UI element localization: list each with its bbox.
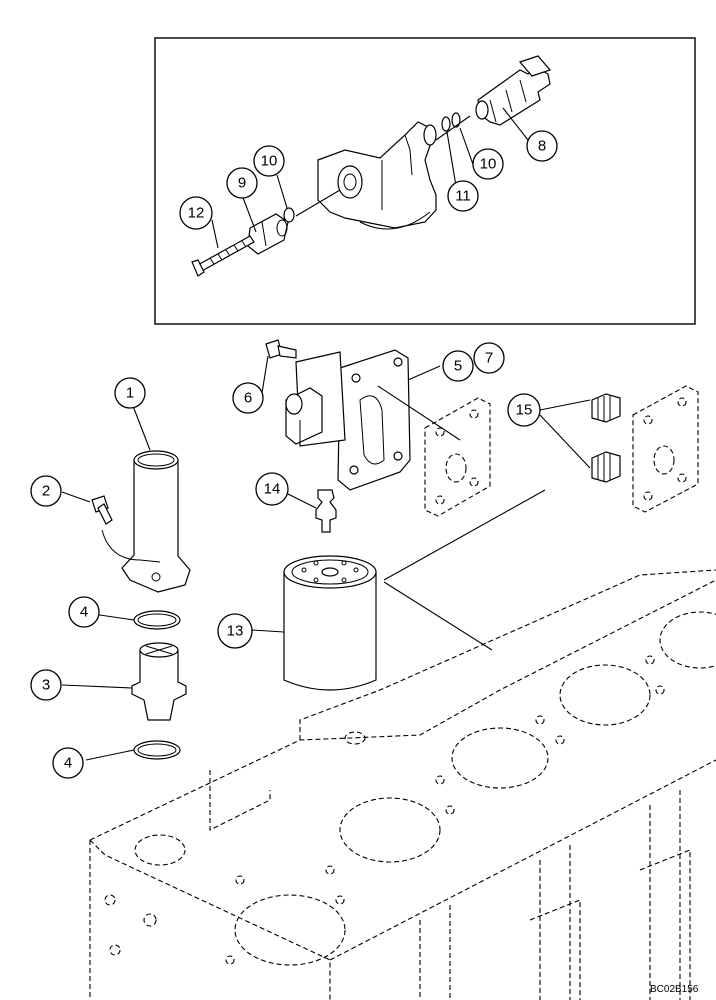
callout-3-label: 3 — [42, 677, 50, 694]
callout-11-label: 11 — [455, 188, 471, 205]
callout-10-right: 10 — [472, 148, 504, 180]
part-10-oring-left — [283, 207, 295, 223]
callout-10-right-label: 10 — [480, 156, 497, 173]
part-15-plug-lower — [591, 451, 621, 483]
mounting-plate-right — [632, 385, 699, 513]
callout-9-label: 9 — [238, 175, 246, 192]
callout-6: 6 — [232, 382, 264, 414]
assembly-line-filter-to-block — [383, 489, 546, 651]
callout-1: 1 — [114, 377, 146, 409]
part-14-fitting — [315, 489, 337, 533]
part-15-plug-upper — [591, 393, 621, 423]
callout-2-label: 2 — [42, 483, 50, 500]
callout-13-label: 13 — [227, 623, 244, 640]
callout-1-label: 1 — [126, 385, 134, 402]
part-5-filter-head — [285, 349, 411, 491]
part-11-oring — [441, 116, 451, 132]
part-12-bolt — [191, 235, 255, 277]
callout-8-label: 8 — [538, 138, 546, 155]
callout-7: 7 — [473, 342, 505, 374]
callout-4-upper: 4 — [68, 596, 100, 628]
callout-15-label: 15 — [516, 402, 533, 419]
callout-3: 3 — [30, 669, 62, 701]
callout-6-label: 6 — [244, 390, 252, 407]
callout-14: 14 — [255, 472, 289, 506]
leader-lines — [61, 107, 591, 761]
part-1-outlet-tube — [101, 450, 191, 593]
mounting-plate-left — [424, 397, 491, 517]
assembly-line-head-to-plate — [377, 385, 461, 441]
callout-14-label: 14 — [264, 481, 281, 498]
callout-9: 9 — [226, 167, 258, 199]
inset-detail — [154, 37, 696, 325]
callout-4-upper-label: 4 — [80, 604, 88, 621]
part-4-seal-lower — [133, 740, 181, 760]
part-3-thermostat — [131, 642, 187, 721]
inset-adapter-housing — [317, 121, 437, 230]
callout-2: 2 — [30, 475, 62, 507]
callout-4-lower: 4 — [52, 747, 84, 779]
callout-8: 8 — [526, 130, 558, 162]
callout-5: 5 — [442, 350, 474, 382]
callout-12: 12 — [179, 196, 213, 230]
reference-code: BC02B156 — [650, 984, 699, 995]
callout-10-left: 10 — [253, 145, 285, 177]
callout-12-label: 12 — [188, 205, 205, 222]
callout-10-left-label: 10 — [261, 153, 278, 170]
part-9-fitting — [247, 213, 289, 255]
callout-13: 13 — [217, 613, 253, 649]
part-6-bolt — [265, 339, 297, 359]
part-13-filter — [283, 555, 377, 691]
callout-11: 11 — [447, 180, 479, 212]
part-10-oring-right — [451, 112, 461, 128]
engine-block — [89, 569, 716, 1000]
callout-4-lower-label: 4 — [64, 755, 72, 772]
part-8-valve — [475, 55, 552, 126]
part-4-seal-upper — [133, 610, 181, 630]
callout-15: 15 — [507, 393, 541, 427]
part-2-bolt — [91, 495, 113, 525]
callout-7-label: 7 — [485, 350, 493, 367]
callout-5-label: 5 — [454, 358, 462, 375]
